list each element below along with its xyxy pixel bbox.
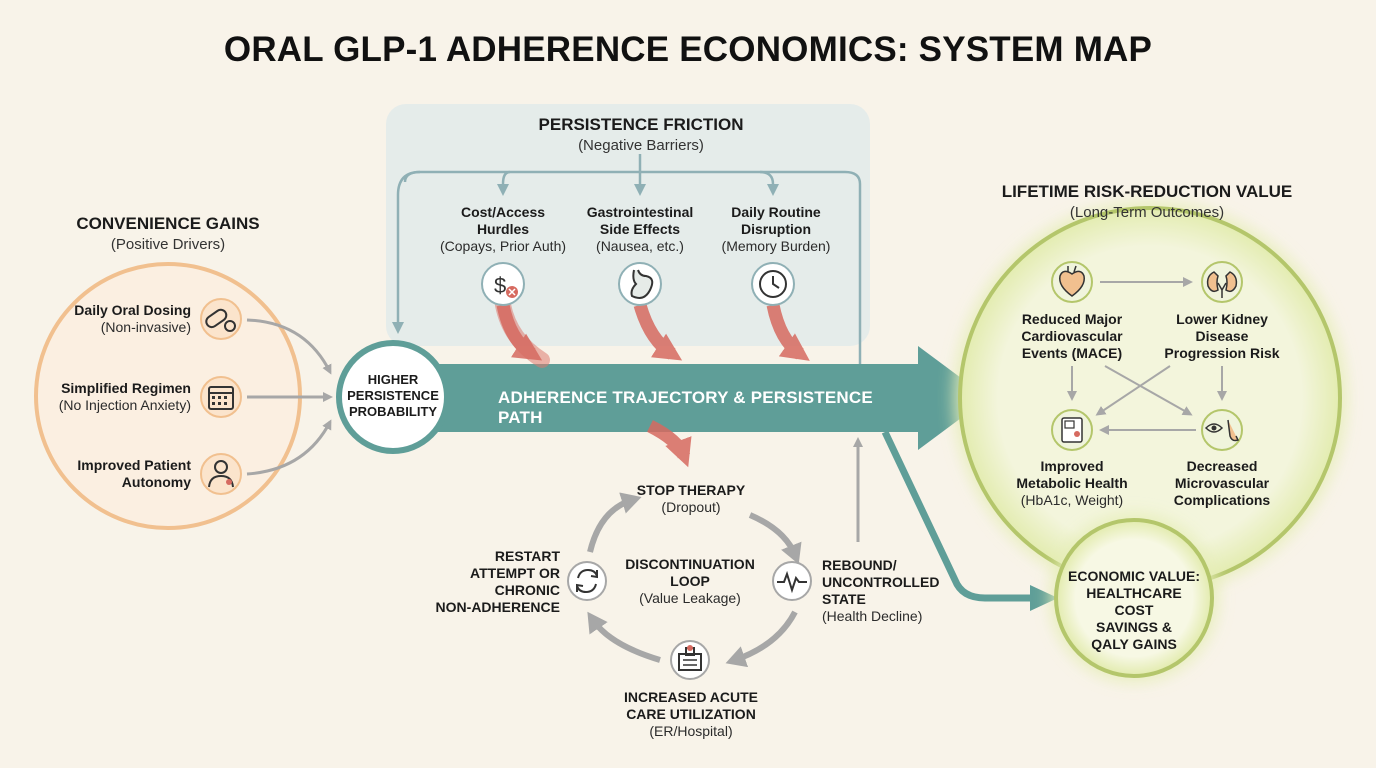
convenience-item: Improved Patient Autonomy: [36, 457, 191, 491]
heart-icon: [1051, 261, 1093, 303]
kidney-label: Lower Kidney Disease Progression Risk: [1164, 311, 1280, 361]
main-arrow-label: ADHERENCE TRAJECTORY & PERSISTENCE PATH: [498, 388, 873, 427]
friction-subheading: (Negative Barriers): [578, 137, 704, 154]
lifetime-subheading: (Long-Term Outcomes): [1069, 204, 1225, 221]
svg-text:$: $: [494, 273, 506, 298]
calendar-icon: [200, 376, 242, 418]
hub-label: HIGHER PERSISTENCE PROBABILITY: [347, 372, 439, 419]
stop-therapy-label: STOP THERAPY (Dropout): [636, 482, 746, 515]
lifetime-heading: LIFETIME RISK-REDUCTION VALUE: [1001, 182, 1293, 201]
acute-care-label: INCREASED ACUTE CARE UTILIZATION (ER/Hos…: [623, 689, 759, 739]
eye-icon: [1201, 409, 1243, 451]
friction-heading: PERSISTENCE FRICTION: [538, 115, 744, 134]
clock-icon: [751, 262, 795, 306]
kidney-icon: [1201, 261, 1243, 303]
convenience-item-label: Simplified Regimen: [61, 380, 191, 396]
metabolic-label: Improved Metabolic Health (HbA1c, Weight…: [1016, 458, 1128, 508]
convenience-item: Daily Oral Dosing (Non-invasive): [36, 302, 191, 336]
economic-circle: [1054, 518, 1214, 678]
friction-item: Daily Routine Disruption (Memory Burden): [721, 204, 831, 254]
convenience-item-label: Daily Oral Dosing: [74, 302, 191, 318]
mace-label: Reduced Major Cardiovascular Events (MAC…: [1021, 311, 1123, 361]
friction-item: Gastrointestinal Side Effects (Nausea, e…: [586, 204, 694, 254]
convenience-subheading: (Positive Drivers): [110, 236, 226, 253]
convenience-heading: CONVENIENCE GAINS: [76, 214, 260, 233]
loop-center-label: DISCONTINUATION LOOP (Value Leakage): [625, 556, 755, 606]
scale-icon: [1051, 409, 1093, 451]
convenience-item-detail: (Non-invasive): [100, 319, 191, 335]
convenience-item: Simplified Regimen (No Injection Anxiety…: [36, 380, 191, 414]
restart-label: RESTART ATTEMPT OR CHRONIC NON-ADHERENCE: [435, 548, 560, 615]
cost-icon: $: [481, 262, 525, 306]
microvascular-label: Decreased Microvascular Complications: [1173, 458, 1271, 508]
convenience-item-label: Improved Patient: [77, 457, 191, 473]
convenience-item-detail: Autonomy: [121, 474, 191, 490]
main-arrow-shape: [430, 346, 988, 450]
rebound-label: REBOUND/ UNCONTROLLED STATE (Health Decl…: [822, 557, 940, 624]
stomach-icon: [618, 262, 662, 306]
hub-circle: [336, 340, 450, 454]
page-title: ORAL GLP-1 ADHERENCE ECONOMICS: SYSTEM M…: [223, 30, 1153, 69]
refresh-icon: [567, 561, 607, 601]
pill-icon: [200, 298, 242, 340]
economic-label: ECONOMIC VALUE: HEALTHCARE COST SAVINGS …: [1068, 568, 1200, 652]
patient-icon: [200, 453, 242, 495]
hospital-icon: [670, 640, 710, 680]
friction-item: Cost/Access Hurdles (Copays, Prior Auth): [439, 204, 567, 254]
convenience-item-detail: (No Injection Anxiety): [58, 397, 191, 413]
heartbeat-icon: [772, 561, 812, 601]
